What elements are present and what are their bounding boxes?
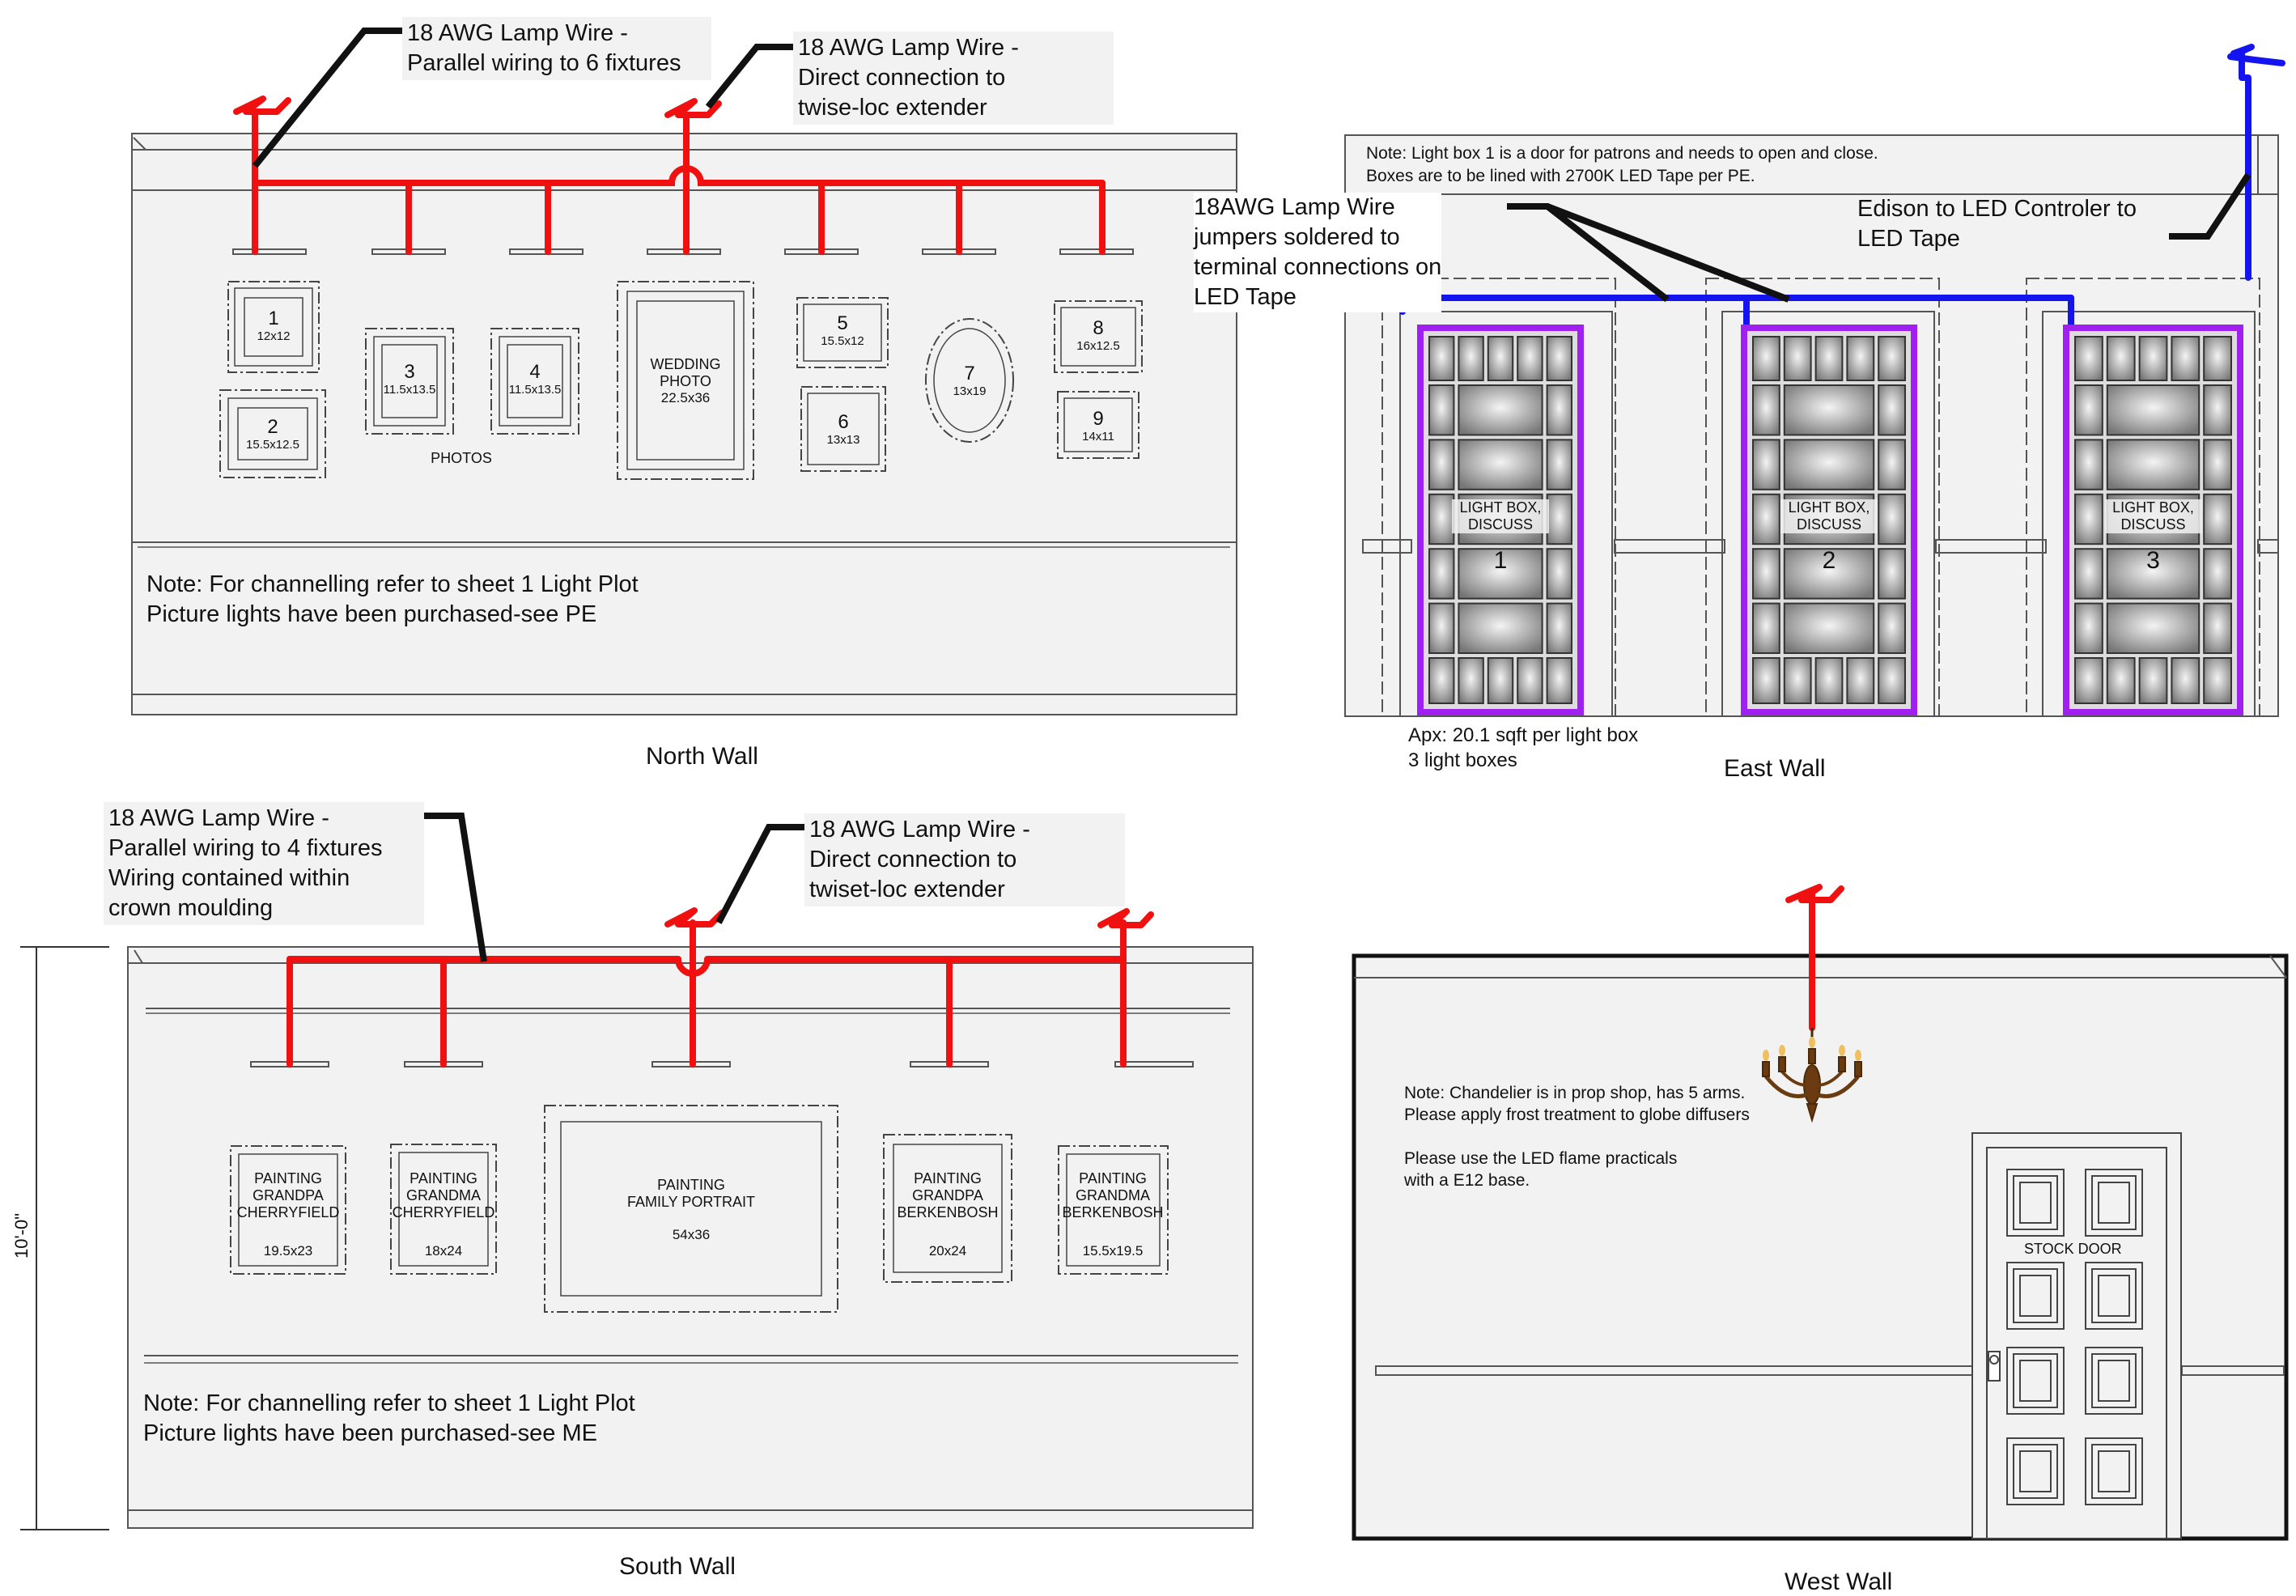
north-leaders <box>252 28 797 168</box>
east-top-note: Note: Light box 1 is a door for patrons … <box>1366 144 1878 185</box>
light-box-label: LIGHT BOX, DISCUSS <box>2104 499 2202 533</box>
painting-size: 15.5x19.5 <box>1082 1243 1144 1259</box>
height-dimension-line <box>20 946 109 1530</box>
south-wall-title: South Wall <box>619 1553 736 1580</box>
south-note: Note: For channelling refer to sheet 1 L… <box>143 1390 635 1446</box>
south-wall <box>20 813 1254 1530</box>
north-wall <box>131 28 1237 715</box>
north-frames <box>219 281 1143 480</box>
light-boxes <box>1417 325 2243 715</box>
chandelier-red-wire <box>1785 884 1844 1031</box>
frame-size: 14x11 <box>1082 430 1114 444</box>
frame-number: 7 <box>964 363 975 384</box>
stock-door-label: STOCK DOOR <box>2024 1241 2122 1257</box>
south-height-dimension: 10'-0" <box>11 1212 32 1259</box>
stock-door <box>1971 1132 2182 1539</box>
frame-size: 22.5x36 <box>660 390 711 405</box>
chandelier-icon <box>1762 1028 1862 1123</box>
light-box-label: LIGHT BOX, DISCUSS <box>1452 499 1549 533</box>
frame-size: 15.5x12 <box>821 334 864 348</box>
edison-wire-leader <box>2169 172 2251 240</box>
south-callout-direct: 18 AWG Lamp Wire - Direct connection to … <box>804 813 1125 906</box>
painting-name: PAINTING GRANDPA CHERRYFIELD <box>236 1170 340 1220</box>
frame-number: 6 <box>838 411 849 433</box>
painting-name: PAINTING GRANDMA BERKENBOSH <box>1062 1170 1164 1220</box>
south-frames <box>230 1105 1169 1313</box>
frame-size: 11.5x13.5 <box>383 383 436 397</box>
light-box-number: 3 <box>2146 547 2160 574</box>
east-callout-edison: Edison to LED Controler to LED Tape <box>1857 196 2137 252</box>
north-photos-label: PHOTOS <box>431 450 492 466</box>
painting-size: 20x24 <box>928 1243 967 1259</box>
painting-size: 19.5x23 <box>263 1243 313 1259</box>
west-wall <box>1352 884 2289 1541</box>
north-wall-title: North Wall <box>646 743 758 770</box>
south-callout-parallel: 18 AWG Lamp Wire - Parallel wiring to 4 … <box>104 802 424 925</box>
frame-size: 11.5x13.5 <box>508 383 562 397</box>
frame-number: 3 <box>404 361 415 383</box>
frame-size: 12x12 <box>257 329 291 343</box>
light-box-label: LIGHT BOX, DISCUSS <box>1780 499 1878 533</box>
north-callout-direct: 18 AWG Lamp Wire - Direct connection to … <box>793 32 1114 125</box>
painting-size: 54x36 <box>672 1227 711 1242</box>
painting-name: PAINTING GRANDPA BERKENBOSH <box>897 1170 999 1220</box>
south-leaders <box>422 813 809 962</box>
west-wall-title: West Wall <box>1785 1568 1893 1595</box>
frame-size: 13x13 <box>826 433 860 447</box>
light-box-number: 2 <box>1822 547 1836 574</box>
north-callout-parallel: 18 AWG Lamp Wire - Parallel wiring to 6 … <box>402 17 711 80</box>
frame-number: 8 <box>1093 317 1104 339</box>
frame-size: 15.5x12.5 <box>246 438 299 452</box>
painting-name: PAINTING GRANDMA CHERRYFIELD <box>392 1170 495 1220</box>
light-box-number: 1 <box>1493 547 1508 574</box>
frame-number: 2 <box>267 416 278 438</box>
east-callout-jumpers: 18AWG Lamp Wire jumpers soldered to term… <box>1194 193 1442 312</box>
east-area-note: Apx: 20.1 sqft per light box 3 light box… <box>1408 724 1639 771</box>
jumper-leaders <box>1507 203 1790 303</box>
north-note: Note: For channelling refer to sheet 1 L… <box>146 571 639 627</box>
frame-size: 13x19 <box>953 384 987 398</box>
east-wall-title: East Wall <box>1724 755 1826 782</box>
frame-number: WEDDING PHOTO <box>650 356 721 389</box>
frame-number: 9 <box>1093 408 1104 430</box>
north-red-wiring <box>233 96 1106 255</box>
frame-number: 5 <box>837 312 848 334</box>
frame-number: 4 <box>529 361 541 383</box>
painting-size: 18x24 <box>424 1243 463 1259</box>
south-red-wiring <box>286 907 1154 1068</box>
frame-size: 16x12.5 <box>1076 339 1120 353</box>
west-note: Note: Chandelier is in prop shop, has 5 … <box>1404 1084 1750 1190</box>
frame-number: 1 <box>268 308 279 329</box>
east-wall <box>1344 44 2285 717</box>
painting-name: PAINTING FAMILY PORTRAIT <box>626 1177 756 1210</box>
